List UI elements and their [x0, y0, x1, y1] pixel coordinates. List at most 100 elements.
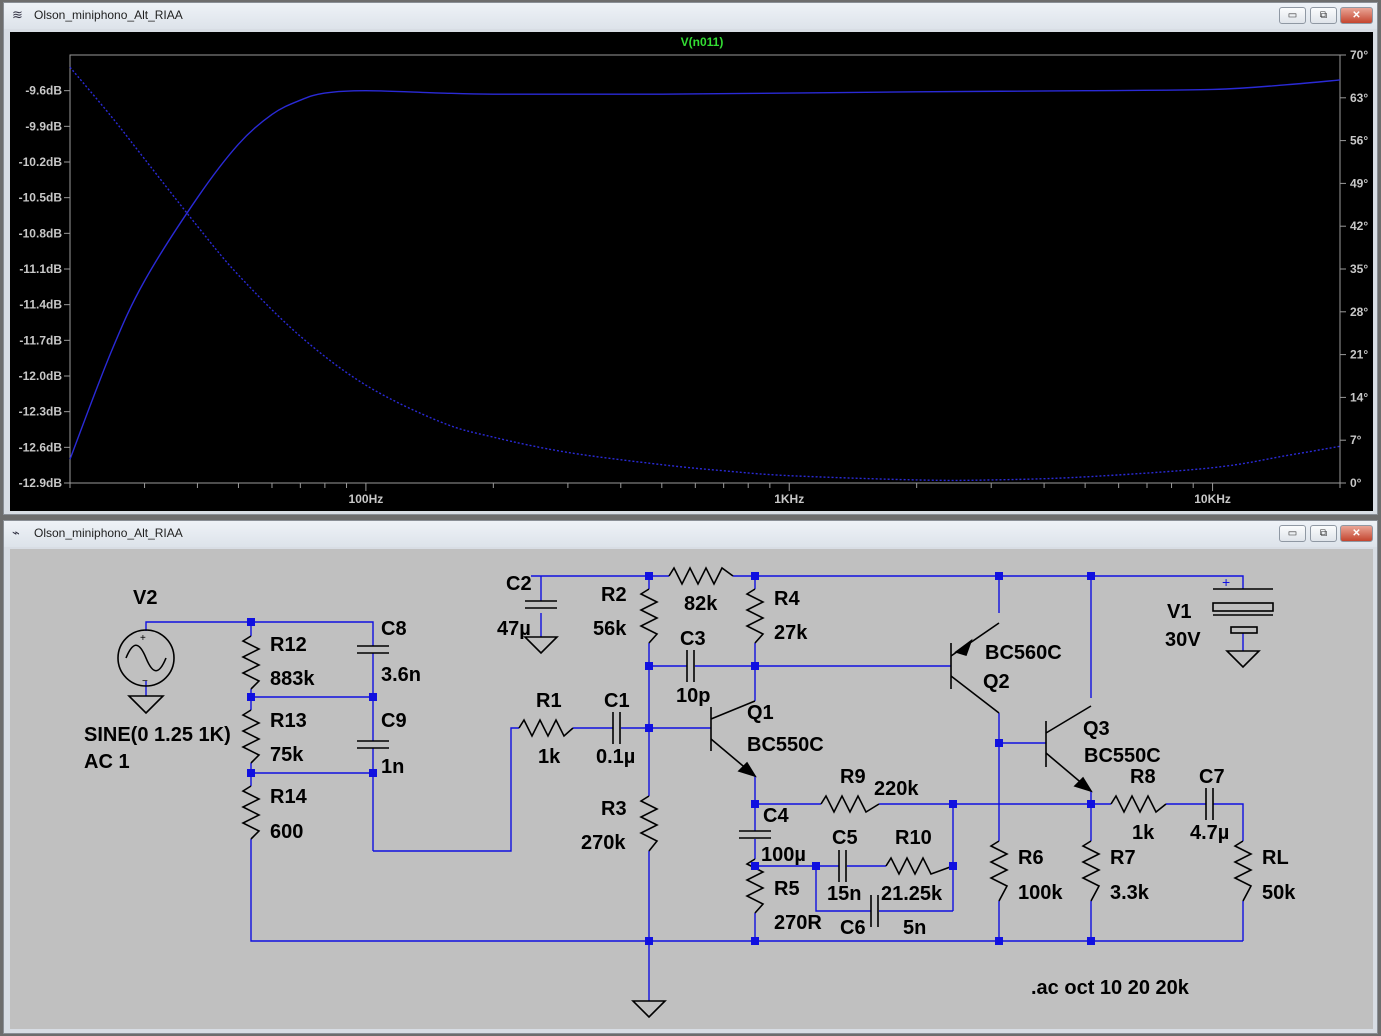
- c2-value[interactable]: 47µ: [497, 618, 531, 640]
- v2-plus-sign: +: [140, 633, 146, 644]
- minimize-button[interactable]: ▭: [1279, 525, 1306, 542]
- r12-value[interactable]: 883k: [270, 668, 315, 690]
- restore-icon: ⧉: [1319, 10, 1328, 21]
- schematic-canvas[interactable]: + + − V2 SINE(0 1.25 1K) AC 1 R12 883k R…: [10, 549, 1373, 1029]
- rl-ref[interactable]: RL: [1262, 847, 1289, 869]
- r13-value[interactable]: 75k: [270, 744, 304, 766]
- c1-ref[interactable]: C1: [604, 690, 630, 712]
- y-left-tick-label: -11.7dB: [19, 333, 62, 347]
- r13-symbol: [241, 709, 261, 764]
- c8-value[interactable]: 3.6n: [381, 664, 421, 686]
- spice-directive[interactable]: .ac oct 10 20 20k: [1031, 977, 1190, 999]
- r9-ref[interactable]: R9: [840, 766, 866, 788]
- r13-ref[interactable]: R13: [270, 710, 307, 732]
- r8-ref[interactable]: R8: [1130, 766, 1156, 788]
- y-left-tick-label: -11.1dB: [19, 262, 62, 276]
- ground-icon: [127, 695, 165, 715]
- r8-symbol: [1110, 794, 1167, 814]
- r3-symbol: [639, 795, 659, 852]
- y-left-tick-label: -10.8dB: [19, 226, 63, 240]
- r6-value[interactable]: 100k: [1018, 882, 1063, 904]
- c9-value[interactable]: 1n: [381, 756, 404, 778]
- r10-symbol: [885, 856, 954, 876]
- y-left-tick-label: -9.6dB: [25, 84, 62, 98]
- r4-value[interactable]: 27k: [774, 622, 808, 644]
- c1-value[interactable]: 0.1µ: [596, 746, 635, 768]
- r6-ref[interactable]: R6: [1018, 847, 1044, 869]
- q2-ref[interactable]: Q2: [983, 671, 1010, 693]
- junction-dots: [247, 572, 1095, 945]
- c4-value[interactable]: 100µ: [761, 844, 806, 866]
- schematic-titlebar[interactable]: ⌁ Olson_miniphono_Alt_RIAA ▭ ⧉ ✕: [4, 521, 1377, 547]
- close-button[interactable]: ✕: [1340, 525, 1373, 542]
- r7-value[interactable]: 3.3k: [1110, 882, 1150, 904]
- v2-value[interactable]: SINE(0 1.25 1K): [84, 724, 231, 746]
- y-left-tick-label: -10.2dB: [19, 155, 63, 169]
- r10-ref[interactable]: R10: [895, 827, 932, 849]
- r2-value[interactable]: 56k: [593, 618, 627, 640]
- r7-ref[interactable]: R7: [1110, 847, 1136, 869]
- c2-ref[interactable]: C2: [506, 573, 532, 595]
- v1-value[interactable]: 30V: [1165, 629, 1201, 651]
- c3-ref[interactable]: C3: [680, 628, 706, 650]
- r9-value[interactable]: 220k: [874, 778, 919, 800]
- c6-value[interactable]: 5n: [903, 917, 926, 939]
- waveform-app-icon: ≋: [12, 7, 23, 22]
- q1-ref[interactable]: Q1: [747, 702, 774, 724]
- r8-value[interactable]: 1k: [1132, 822, 1155, 844]
- restore-button[interactable]: ⧉: [1310, 525, 1337, 542]
- y-right-tick-label: 49°: [1350, 176, 1368, 190]
- c8-ref[interactable]: C8: [381, 618, 407, 640]
- c7-value[interactable]: 4.7µ: [1190, 822, 1229, 844]
- v1-plus-sign: +: [1222, 574, 1230, 590]
- magnitude-trace[interactable]: [69, 79, 1341, 460]
- y-left-tick-label: -12.6dB: [19, 440, 63, 454]
- r5-ref[interactable]: R5: [774, 878, 800, 900]
- rl-value[interactable]: 50k: [1262, 882, 1296, 904]
- v2-ac-value[interactable]: AC 1: [84, 751, 130, 773]
- r12-ref[interactable]: R12: [270, 634, 307, 656]
- phase-trace[interactable]: [69, 66, 1341, 482]
- q2-value[interactable]: BC560C: [985, 642, 1062, 664]
- c7-ref[interactable]: C7: [1199, 766, 1225, 788]
- r1-value[interactable]: 1k: [538, 746, 561, 768]
- r14-ref[interactable]: R14: [270, 786, 308, 808]
- r1-ref[interactable]: R1: [536, 690, 562, 712]
- restore-button[interactable]: ⧉: [1310, 7, 1337, 24]
- c5-ref[interactable]: C5: [832, 827, 858, 849]
- close-icon: ✕: [1352, 10, 1361, 21]
- v2-sine-icon: [125, 644, 167, 672]
- r3-ref[interactable]: R3: [601, 798, 627, 820]
- minimize-button[interactable]: ▭: [1279, 7, 1306, 24]
- r14-value[interactable]: 600: [270, 821, 303, 843]
- r10-value[interactable]: 21.25k: [881, 883, 943, 905]
- rl-symbol: [1233, 840, 1253, 902]
- r5-symbol: [745, 858, 765, 914]
- minimize-icon: ▭: [1287, 10, 1298, 21]
- c3-value[interactable]: 10p: [676, 685, 710, 707]
- y-left-tick-label: -12.0dB: [19, 369, 63, 383]
- r-82k-value[interactable]: 82k: [684, 593, 718, 615]
- c5-value[interactable]: 15n: [827, 883, 861, 905]
- q2-emitter-arrow: [954, 638, 973, 656]
- schematic-window-title: Olson_miniphono_Alt_RIAA: [34, 526, 183, 540]
- q3-ref[interactable]: Q3: [1083, 718, 1110, 740]
- v1-ref[interactable]: V1: [1167, 601, 1191, 623]
- r1-symbol: [518, 718, 574, 738]
- y-right-tick-label: 28°: [1350, 305, 1368, 319]
- r3-value[interactable]: 270k: [581, 832, 626, 854]
- q3-value[interactable]: BC550C: [1084, 745, 1161, 767]
- v2-ref[interactable]: V2: [133, 587, 157, 609]
- waveform-plot[interactable]: V(n011) -9.6dB-9.9dB-10.2dB-10.5dB-10.8d…: [10, 32, 1373, 511]
- r2-ref[interactable]: R2: [601, 584, 627, 606]
- r5-value[interactable]: 270R: [774, 912, 822, 934]
- q1-value[interactable]: BC550C: [747, 734, 824, 756]
- c6-ref[interactable]: C6: [840, 917, 866, 939]
- y-left-tick-label: -11.4dB: [19, 298, 62, 312]
- c4-ref[interactable]: C4: [763, 805, 789, 827]
- plot-titlebar[interactable]: ≋ Olson_miniphono_Alt_RIAA ▭ ⧉ ✕: [4, 3, 1377, 29]
- close-button[interactable]: ✕: [1340, 7, 1373, 24]
- trace-label[interactable]: V(n011): [681, 35, 724, 49]
- r4-ref[interactable]: R4: [774, 588, 800, 610]
- c9-ref[interactable]: C9: [381, 710, 407, 732]
